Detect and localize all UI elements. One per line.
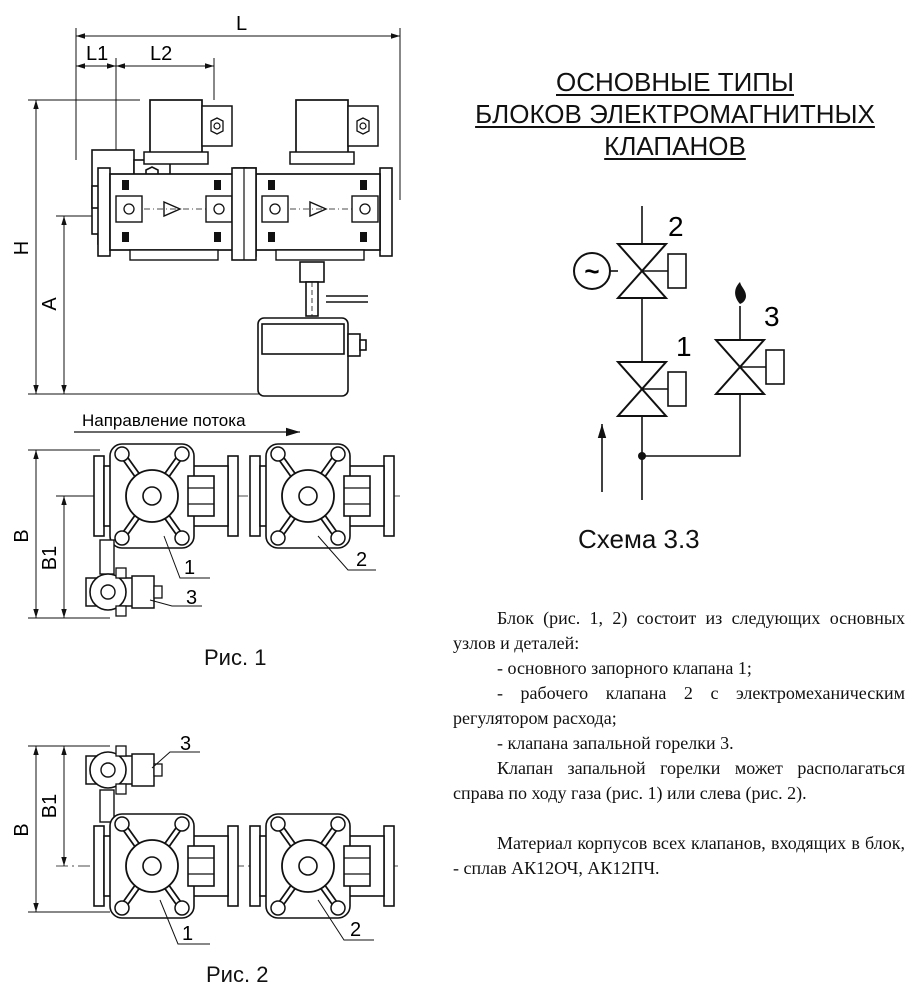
figure2-caption: Рис. 2 bbox=[206, 962, 269, 987]
dim-B1-fig1: B1 bbox=[39, 546, 61, 570]
dim-L2: L2 bbox=[150, 43, 172, 65]
scheme-label-1: 1 bbox=[676, 331, 692, 362]
description-pilot-note: Клапан запальной горелки может располага… bbox=[453, 758, 905, 803]
figure2-top-view: B B1 1 2 3 bbox=[11, 733, 400, 945]
callout-2-fig2: 2 bbox=[350, 919, 361, 941]
flow-direction-label: Направление потока bbox=[82, 411, 246, 430]
working-valve-top-fig2 bbox=[250, 814, 394, 918]
description-item-1: - основного запорного клапана 1; bbox=[497, 658, 752, 678]
main-valve-top bbox=[94, 444, 238, 548]
dim-L: L bbox=[236, 13, 247, 35]
main-valve-top-fig2 bbox=[94, 814, 238, 918]
scheme-diagram bbox=[573, 206, 785, 500]
title-line-1: ОСНОВНЫЕ ТИПЫ bbox=[556, 67, 794, 97]
title-line-3: КЛАПАНОВ bbox=[604, 131, 746, 161]
working-valve-top bbox=[250, 444, 394, 548]
callout-2-fig1: 2 bbox=[356, 549, 367, 571]
dim-L1: L1 bbox=[86, 43, 108, 65]
scheme-label-3: 3 bbox=[764, 301, 780, 332]
regulator-symbol: ~ bbox=[584, 256, 599, 286]
dimension-lines bbox=[28, 28, 401, 395]
dim-A: A bbox=[39, 297, 61, 311]
working-valve-front bbox=[243, 99, 393, 261]
callout-3-fig1: 3 bbox=[186, 587, 197, 609]
dim-B1-fig2: B1 bbox=[39, 794, 61, 818]
callout-1-fig2: 1 bbox=[182, 923, 193, 945]
pilot-valve-top bbox=[85, 567, 163, 617]
main-valve-front bbox=[97, 99, 247, 261]
description-intro: Блок (рис. 1, 2) состоит из следующих ос… bbox=[453, 608, 905, 653]
dim-B-fig1: B bbox=[11, 529, 33, 542]
figure1-caption: Рис. 1 bbox=[204, 645, 267, 670]
scheme-caption: Схема 3.3 bbox=[578, 524, 700, 554]
regulator-actuator bbox=[257, 261, 368, 397]
dim-H: H bbox=[11, 241, 33, 255]
callout-1-fig1: 1 bbox=[184, 557, 195, 579]
page-title: ОСНОВНЫЕ ТИПЫ БЛОКОВ ЭЛЕКТРОМАГНИТНЫХ КЛ… bbox=[440, 66, 910, 162]
description-text: Блок (рис. 1, 2) состоит из следующих ос… bbox=[453, 606, 905, 881]
scheme-junction bbox=[638, 452, 646, 460]
pilot-valve-top-fig2 bbox=[85, 745, 163, 795]
description-material-note: Материал корпусов всех клапанов, входящи… bbox=[453, 833, 905, 878]
description-item-2: - рабочего клапана 2 с электромеханическ… bbox=[453, 683, 905, 728]
callout-3-fig2: 3 bbox=[180, 733, 191, 755]
dim-B-fig2: B bbox=[11, 823, 33, 836]
title-line-2: БЛОКОВ ЭЛЕКТРОМАГНИТНЫХ bbox=[475, 99, 875, 129]
description-item-3: - клапана запальной горелки 3. bbox=[497, 733, 734, 753]
flame-icon bbox=[735, 282, 746, 304]
scheme-label-2: 2 bbox=[668, 211, 684, 242]
figure1-front-view: L L1 L2 H A bbox=[11, 13, 401, 397]
figure1-top-view: B B1 1 2 3 bbox=[11, 444, 400, 619]
